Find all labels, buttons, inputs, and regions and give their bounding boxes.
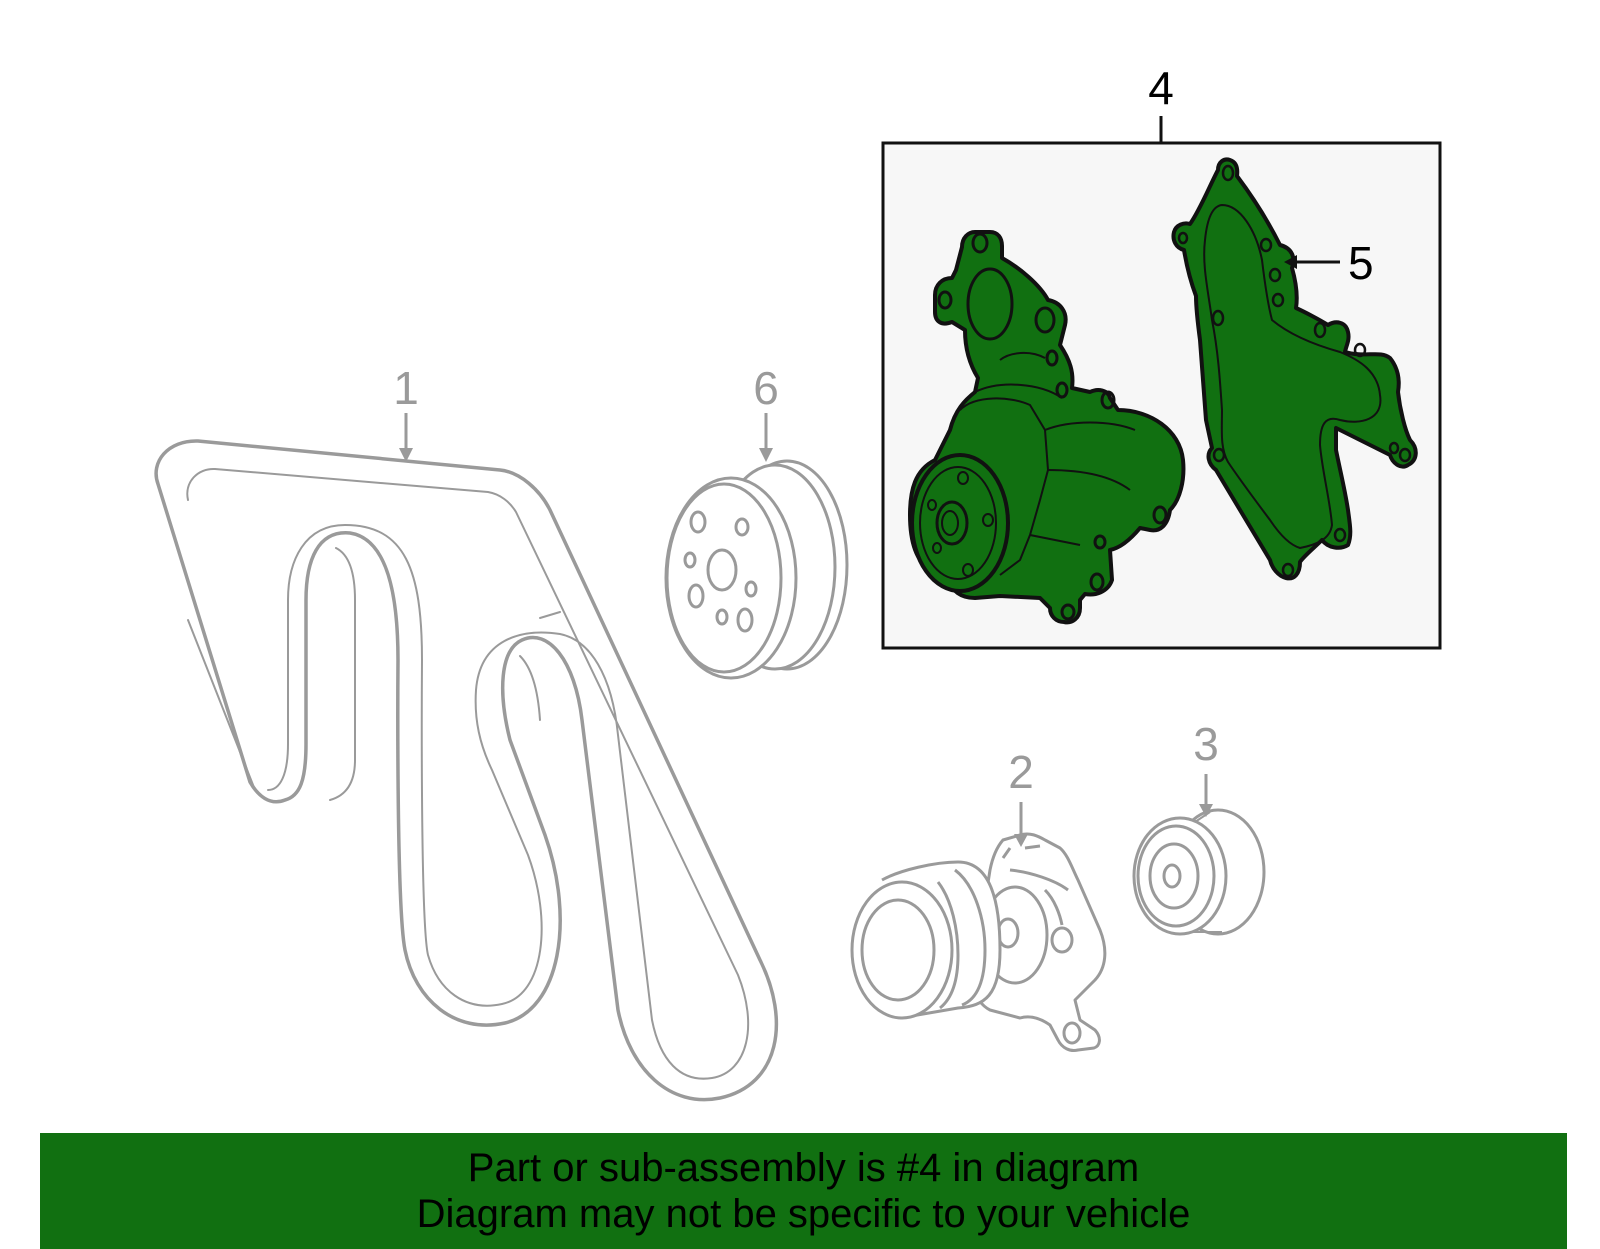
callout-5: 5 [1348, 237, 1374, 289]
water-pump-body [908, 230, 1186, 625]
callout-1: 1 [393, 362, 419, 414]
water-pump-pulley [664, 459, 849, 680]
callout-6: 6 [753, 362, 779, 414]
callout-arrow-3 [1199, 774, 1213, 817]
callout-4: 4 [1148, 62, 1174, 114]
callout-2: 2 [1008, 746, 1034, 798]
callout-arrow-1 [399, 413, 413, 462]
footer-line-2: Diagram may not be specific to your vehi… [416, 1192, 1191, 1236]
belt-tensioner [850, 832, 1107, 1052]
water-pump-gasket [1171, 157, 1418, 581]
callout-arrow-5 [1284, 255, 1340, 269]
callout-3: 3 [1193, 718, 1219, 770]
callout-arrow-2 [1014, 802, 1028, 847]
callout-arrow-6 [759, 413, 773, 462]
serpentine-belt [154, 439, 779, 1102]
footer-banner: Part or sub-assembly is #4 in diagram Di… [40, 1133, 1567, 1249]
footer-line-1: Part or sub-assembly is #4 in diagram [467, 1146, 1140, 1190]
idler-pulley [1132, 808, 1266, 936]
